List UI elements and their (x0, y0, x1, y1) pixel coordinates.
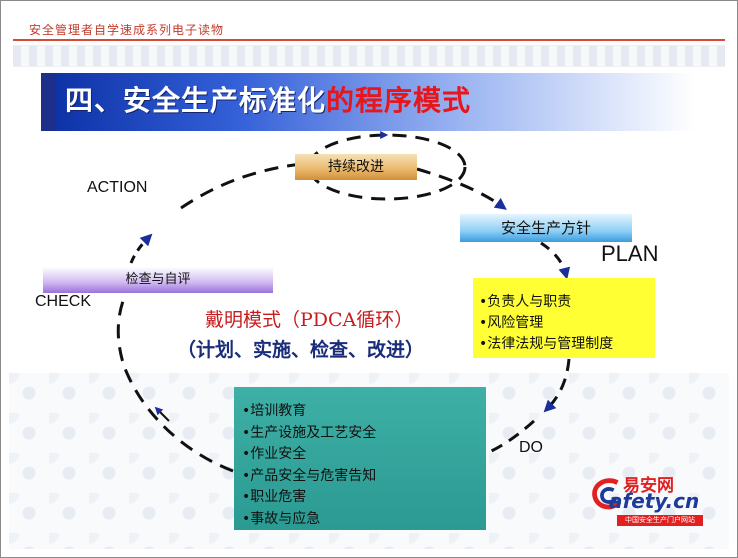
check-label: CHECK (35, 293, 92, 310)
cycle-arc-action-to-top (180, 162, 302, 210)
logo-swirl-icon (592, 478, 622, 510)
cycle-arc-plan-to-do (543, 358, 571, 413)
ornament-strip (13, 45, 725, 67)
header-rule (13, 39, 725, 41)
do-item: •产品安全与危害告知 (242, 467, 377, 484)
plan-label: PLAN (601, 241, 659, 266)
do-label: DO (519, 439, 543, 456)
slide-title-part-a: 四、安全生产标准化 (65, 84, 327, 117)
pdca-steps-caption: （计划、实施、检查、改进） (177, 339, 425, 361)
continuous-improvement-box: 持续改进 (295, 154, 417, 180)
logo-tagline: 中国安全生产门户网站 (617, 515, 703, 526)
cycle-arc-top-to-policy (416, 167, 507, 210)
inspection-self-evaluation-box: 检查与自评 (43, 267, 273, 293)
do-item: •作业安全 (242, 446, 307, 463)
logo-domain: afety.cn (609, 489, 700, 513)
slide-title: 四、安全生产标准化的程序模式 (65, 79, 471, 119)
action-label: ACTION (87, 179, 148, 196)
do-item: •生产设施及工艺安全 (242, 424, 377, 441)
cycle-arc-policy-to-plan (540, 241, 571, 280)
title-tab (41, 73, 55, 131)
safety-policy-box: 安全生产方针 (460, 214, 632, 242)
site-logo: 易安网 afety.cn 中国安全生产门户网站 (589, 471, 719, 531)
continuous-improvement-loop (307, 133, 467, 201)
cycle-arc-bottom-to-check (116, 300, 234, 473)
slide-title-part-b: 的程序模式 (326, 84, 472, 117)
logo-chinese-name: 易安网 (623, 476, 674, 496)
deming-model-caption: 戴明模式（PDCA循环） (205, 309, 414, 331)
do-item: •事故与应急 (242, 510, 321, 527)
plan-items-box: •负责人与职责 •风险管理 •法律法规与管理制度 (473, 278, 655, 358)
plan-item: •法律法规与管理制度 (479, 336, 614, 352)
plan-item: •负责人与职责 (479, 294, 572, 310)
do-items-box: •培训教育 •生产设施及工艺安全 •作业安全 •产品安全与危害告知 •职业危害 … (234, 387, 486, 530)
do-item: •职业危害 (242, 489, 307, 506)
cycle-arc-do-to-bottom (486, 419, 535, 455)
title-bar (41, 73, 695, 131)
cycle-arc-check-to-action (129, 233, 153, 264)
do-item: •培训教育 (242, 403, 307, 419)
cycle-arrow-bottom-left (154, 406, 170, 422)
series-title: 安全管理者自学速成系列电子读物 (29, 23, 225, 37)
plan-item: •风险管理 (479, 315, 544, 331)
